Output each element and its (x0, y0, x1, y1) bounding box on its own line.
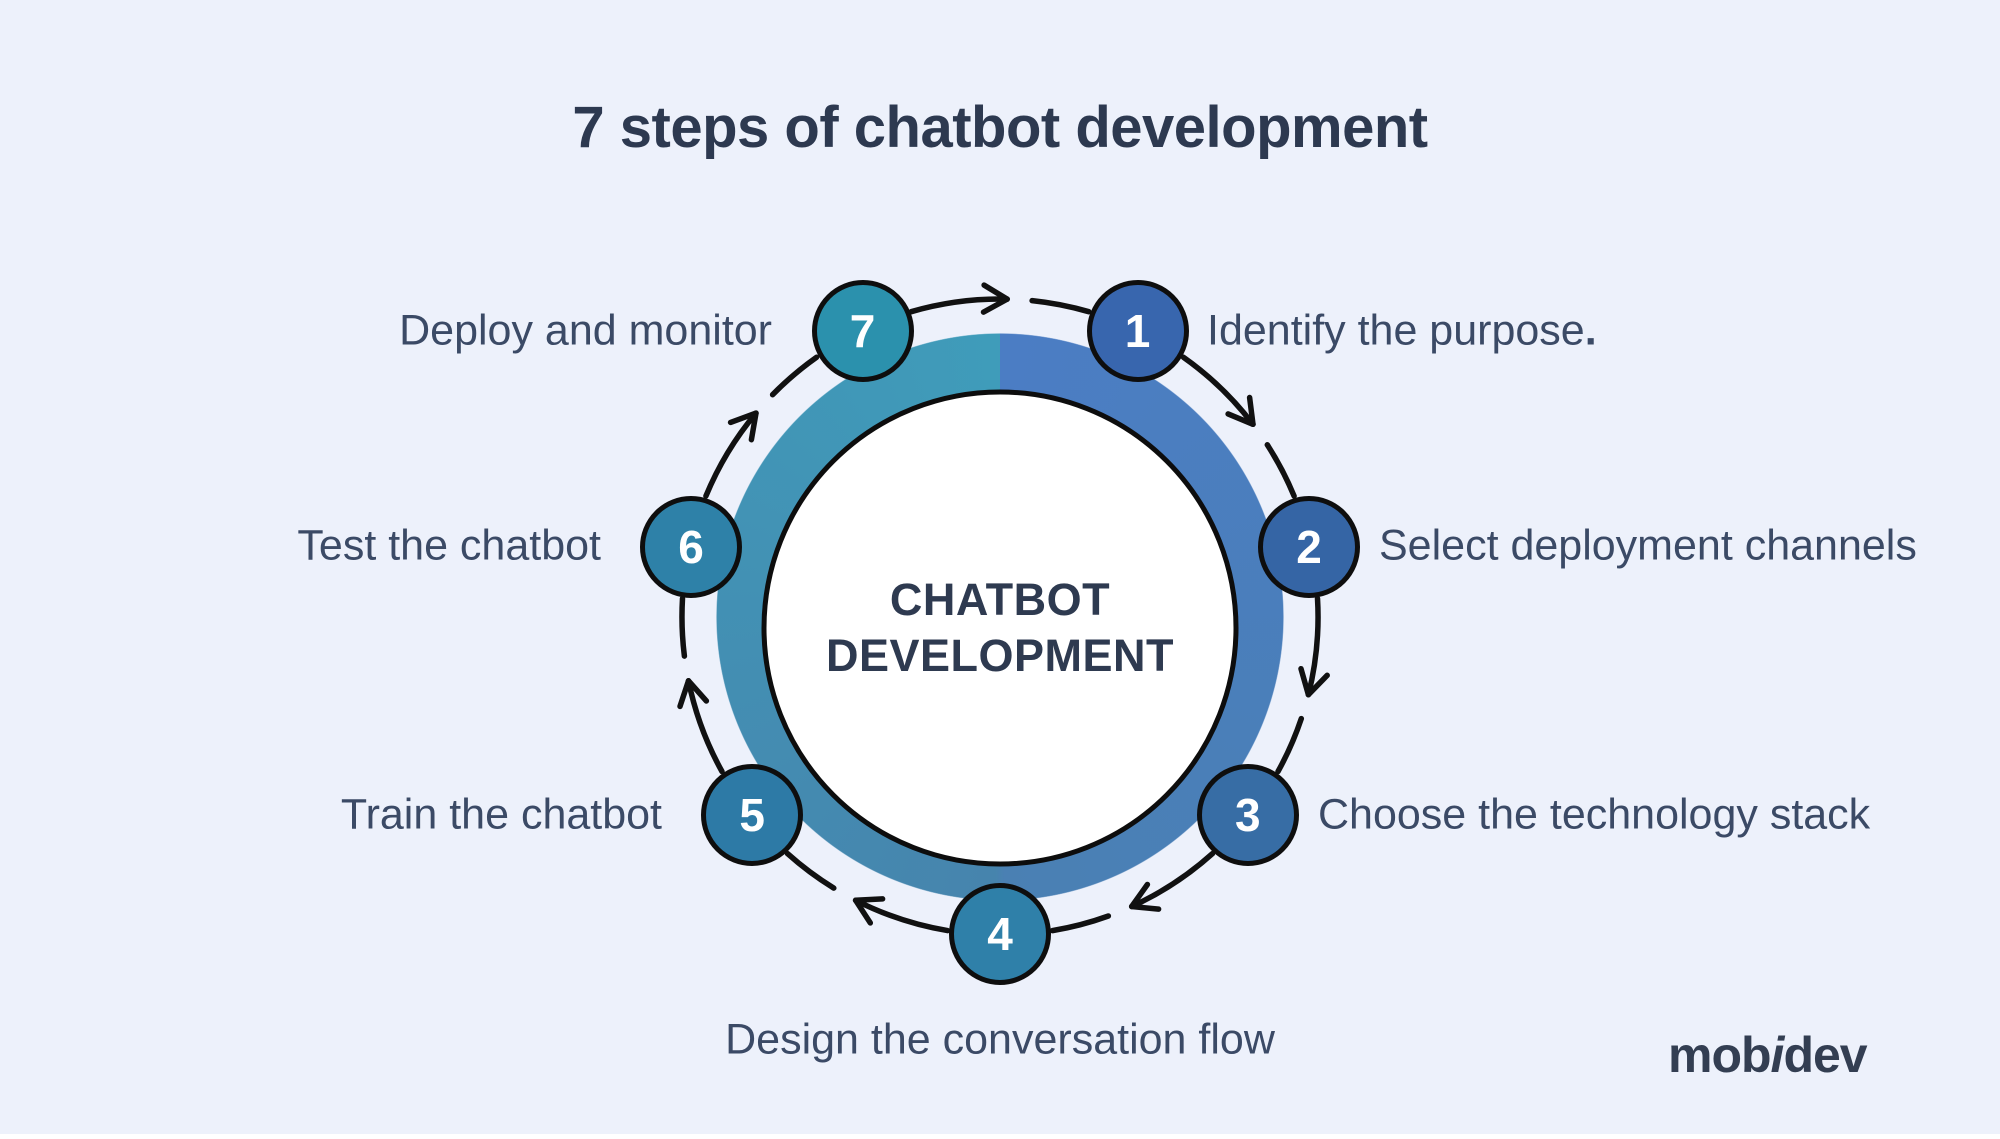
step-3-number: 3 (1235, 788, 1261, 841)
bottom-strip (0, 1134, 2000, 1139)
arrowhead-5-6 (677, 678, 710, 710)
inner-circle (761, 389, 1239, 867)
step-2-label: Select deployment channels (1379, 521, 1917, 570)
step-4-label: Design the conversation flow (725, 1015, 1275, 1064)
arrow-tail-1-2 (1264, 442, 1297, 499)
arrow-shaft-3-4 (1128, 850, 1216, 910)
arrow-shaft-1-2 (1180, 354, 1256, 428)
arrow-shaft-6-7 (703, 410, 759, 499)
arrow-shaft-5-6 (685, 678, 725, 775)
page-title: 7 steps of chatbot development (572, 95, 1428, 160)
center-title: CHATBOT DEVELOPMENT (826, 572, 1174, 684)
step-1-badge: 1 (1086, 280, 1189, 383)
arrowhead-1-2 (1225, 394, 1256, 428)
step-7-label: Deploy and monitor (399, 306, 772, 355)
step-1-label: Identify the purpose. (1207, 307, 1597, 356)
step-7-badge: 7 (811, 280, 914, 383)
step-6-badge: 6 (640, 495, 742, 598)
arrow-tail-2-3 (1275, 715, 1305, 775)
arrow-shaft-7-1 (908, 296, 1010, 315)
center-title-line1: CHATBOT (889, 574, 1111, 625)
step-7-number: 7 (849, 305, 876, 358)
arrowhead-3-4 (1128, 881, 1162, 912)
step-1-number: 1 (1124, 305, 1151, 358)
logo-part3: dev (1783, 1027, 1867, 1083)
arrow-tail-5-6 (679, 595, 688, 659)
arrow-shaft-2-3 (1305, 595, 1321, 698)
arrow-tail-3-4 (1049, 913, 1112, 934)
step-1-label-period: . (1584, 306, 1597, 355)
step-5-number: 5 (739, 788, 765, 841)
arrow-shaft-4-5 (852, 897, 951, 934)
step-5-label: Train the chatbot (340, 790, 662, 839)
arrow-tail-4-5 (784, 850, 837, 891)
logo-part2: i (1770, 1027, 1785, 1083)
step-3-badge: 3 (1196, 763, 1299, 866)
arrowhead-7-1 (980, 282, 1010, 315)
mobidev-logo: mobidev (1668, 1026, 1868, 1084)
step-4-number: 4 (987, 908, 1013, 960)
step-1-label-text: Identify the purpose (1207, 306, 1585, 355)
logo-part1: mob (1668, 1027, 1772, 1083)
arrow-tail-6-7 (769, 354, 820, 398)
arrowhead-4-5 (852, 896, 886, 926)
center-title-line2: DEVELOPMENT (825, 630, 1175, 681)
step-4-badge: 4 (949, 883, 1051, 985)
arrowhead-6-7 (727, 410, 759, 443)
step-5-badge: 5 (701, 763, 804, 866)
flow-arrows (677, 282, 1330, 934)
step-6-number: 6 (678, 520, 704, 573)
arrow-tail-7-1 (1029, 297, 1092, 315)
step-6-label: Test the chatbot (297, 521, 601, 570)
arrowhead-2-3 (1298, 665, 1330, 698)
step-3-label: Choose the technology stack (1318, 790, 1871, 839)
step-2-badge: 2 (1258, 495, 1360, 598)
step-2-number: 2 (1296, 520, 1322, 573)
